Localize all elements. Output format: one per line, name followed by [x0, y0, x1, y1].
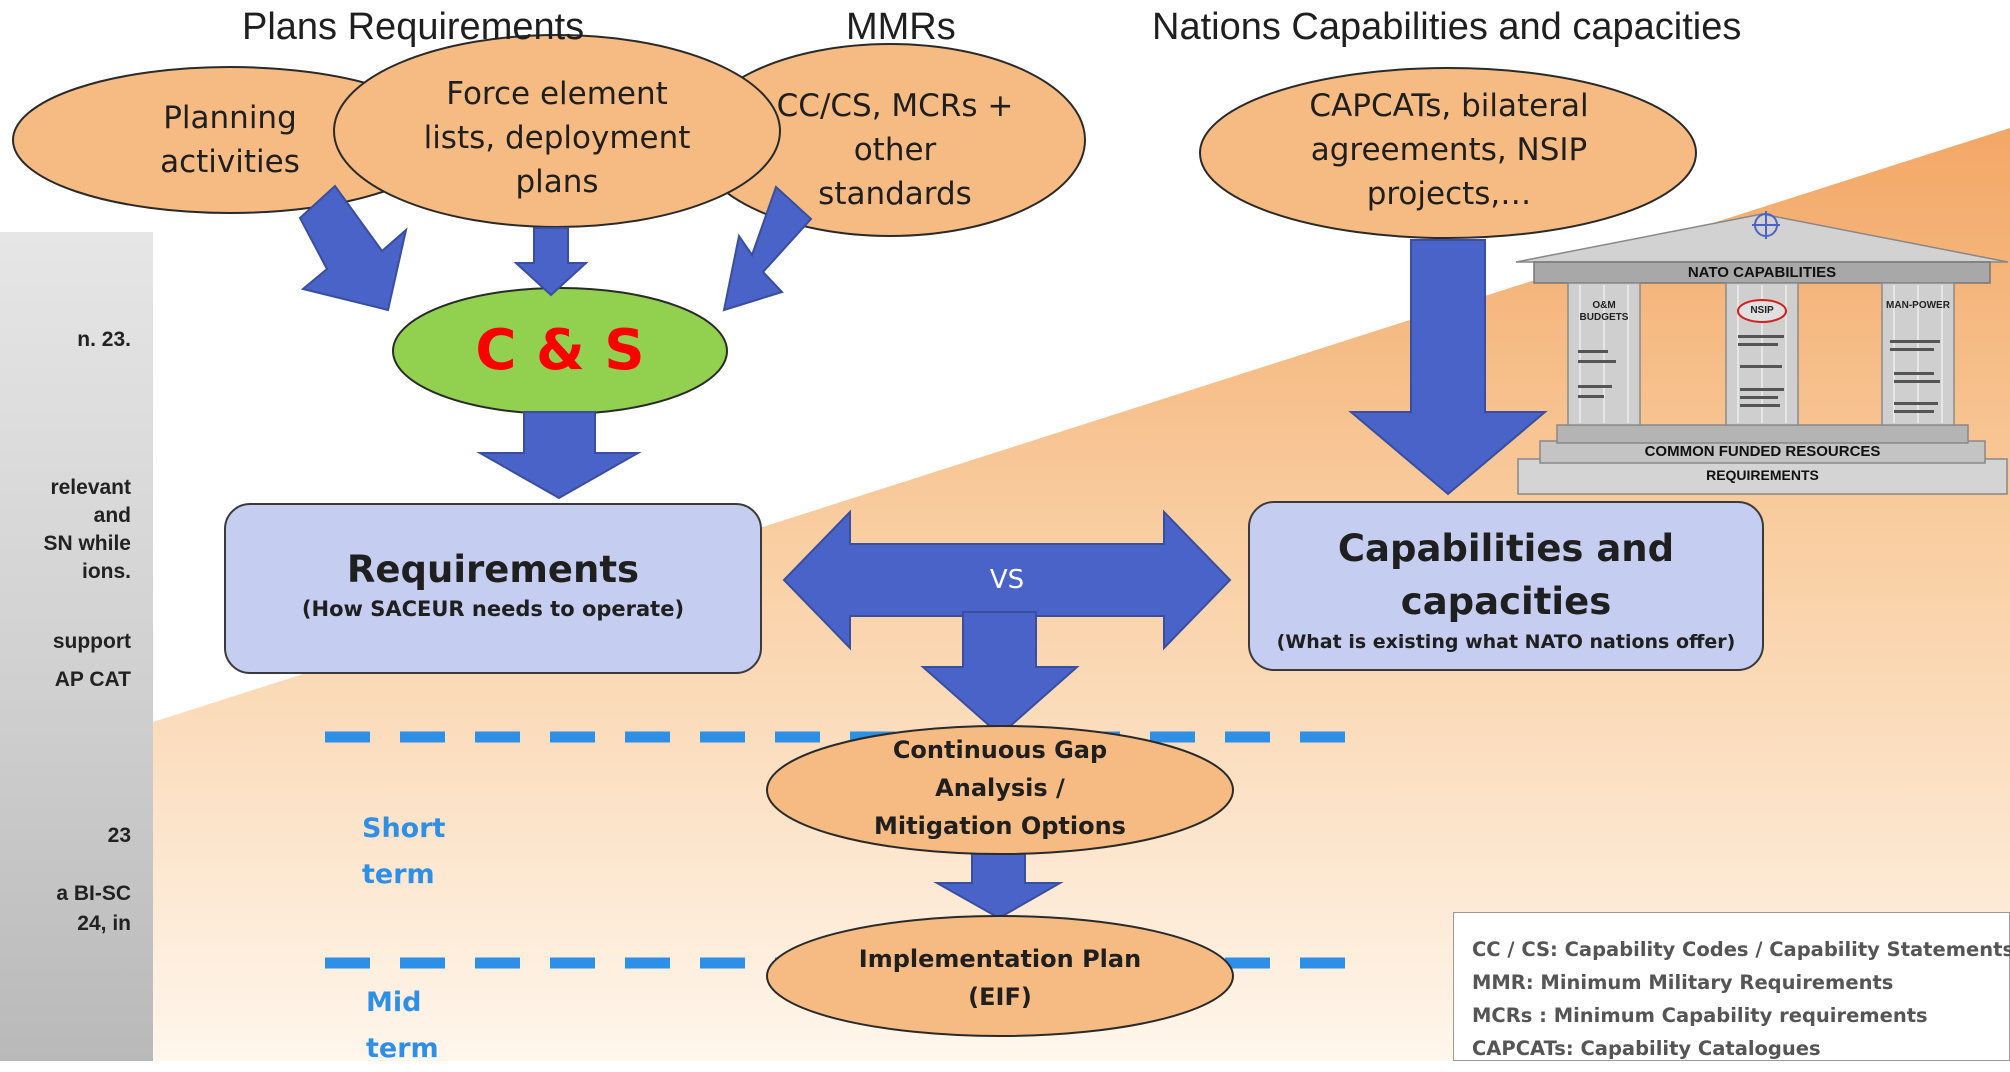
- arrow-capcats-to-capabilities: [1348, 239, 1548, 496]
- arrow-standards-to-cs: [722, 185, 813, 312]
- header-mmrs: MMRs: [846, 6, 956, 48]
- side-text-line: 23: [107, 824, 131, 847]
- capcats-oval-text: CAPCATs, bilateral agreements, NSIP proj…: [1254, 84, 1644, 216]
- short-term-line: term: [362, 859, 435, 890]
- implementation-line: Implementation Plan: [858, 945, 1142, 973]
- double-arrow-vs: [782, 509, 1232, 651]
- capabilities-title-line2: capacities: [1400, 580, 1612, 623]
- planning-oval-text: Planning activities: [130, 96, 330, 184]
- standards-oval-text: CC/CS, MCRs + other standards: [755, 84, 1035, 216]
- nato-capabilities-temple: [1515, 211, 2009, 495]
- force-oval-text: Force element lists, deployment plans: [390, 72, 724, 204]
- legend-item: CAPCATs: Capability Catalogues: [1472, 1037, 1821, 1060]
- standards-line: CC/CS, MCRs +: [776, 88, 1014, 124]
- standards-line: standards: [818, 176, 972, 212]
- side-text-line: SN while: [43, 532, 131, 555]
- header-nations-capabilities: Nations Capabilities and capacities: [1152, 6, 1742, 48]
- legend-item: CC / CS: Capability Codes / Capability S…: [1472, 938, 2010, 961]
- force-line: plans: [515, 164, 599, 200]
- legend-item: MCRs : Minimum Capability requirements: [1472, 1004, 1928, 1027]
- capcats-line: agreements, NSIP: [1310, 132, 1588, 168]
- capabilities-subtitle: (What is existing what NATO nations offe…: [1276, 631, 1736, 653]
- gap-analysis-oval: [766, 725, 1234, 855]
- side-text-line: ions.: [81, 560, 131, 583]
- gap-analysis-text: Continuous Gap Analysis / Mitigation Opt…: [820, 731, 1180, 845]
- implementation-line: (EIF): [968, 983, 1032, 1011]
- arrow-gap-to-implementation: [933, 851, 1064, 920]
- force-line: Force element: [446, 76, 668, 112]
- side-text-line: relevant: [50, 476, 131, 499]
- temple-right-column-label: MAN-POWER: [1886, 300, 1950, 311]
- planning-line: Planning: [163, 100, 297, 136]
- arrow-planning-to-cs: [298, 184, 408, 312]
- requirements-subtitle: (How SACEUR needs to operate): [301, 597, 685, 621]
- vs-label: VS: [989, 565, 1025, 595]
- side-text-line: and: [93, 504, 131, 527]
- side-text-line: n. 23.: [77, 328, 131, 351]
- side-text-line: support: [52, 630, 131, 653]
- gap-line: Continuous Gap: [892, 736, 1108, 764]
- requirements-title: Requirements: [346, 548, 640, 591]
- force-line: lists, deployment: [423, 120, 691, 156]
- short-term-label: Short term: [362, 806, 445, 898]
- requirements-box: Requirements (How SACEUR needs to operat…: [224, 503, 762, 674]
- nsip-oval: [1737, 299, 1787, 323]
- implementation-plan-oval: [766, 915, 1234, 1037]
- temple-left-column-label: O&M BUDGETS: [1579, 300, 1629, 323]
- mid-term-label: Mid term: [366, 980, 439, 1072]
- temple-title: NATO CAPABILITIES: [1687, 264, 1837, 281]
- header-plans-requirements: Plans Requirements: [242, 6, 585, 48]
- standards-line: other: [853, 132, 937, 168]
- side-text-panel: n. 23. relevant and SN while ions. suppo…: [0, 232, 153, 1061]
- arrow-vs-to-gap: [920, 611, 1080, 737]
- temple-nsip-label: NSIP: [1750, 305, 1774, 316]
- capabilities-box: Capabilities and capacities (What is exi…: [1248, 501, 1764, 671]
- cs-label: C & S: [475, 318, 645, 383]
- arrow-cs-to-requirements: [476, 411, 642, 500]
- legend-item: MMR: Minimum Military Requirements: [1472, 971, 1894, 994]
- mid-term-line: term: [366, 1033, 439, 1064]
- side-text-line: 24, in: [77, 912, 131, 935]
- capcats-line: CAPCATs, bilateral: [1309, 88, 1589, 124]
- mid-term-line: Mid: [366, 987, 422, 1018]
- capcats-oval: [1199, 67, 1697, 239]
- temple-base-label: COMMON FUNDED RESOURCES: [1644, 443, 1881, 460]
- arrow-force-to-cs: [513, 227, 589, 297]
- planning-line: activities: [160, 144, 300, 180]
- short-term-line: Short: [362, 813, 446, 844]
- temple-base2-label: REQUIREMENTS: [1706, 467, 1819, 483]
- legend-box: CC / CS: Capability Codes / Capability S…: [1453, 912, 2010, 1061]
- gap-line: Analysis /: [935, 774, 1065, 802]
- capcats-line: projects,…: [1366, 176, 1532, 212]
- gap-line: Mitigation Options: [874, 812, 1126, 840]
- side-text-line: AP CAT: [54, 668, 131, 691]
- side-text-line: a BI-SC: [56, 882, 131, 905]
- implementation-plan-text: Implementation Plan (EIF): [820, 940, 1180, 1016]
- capabilities-title-line1: Capabilities and: [1337, 527, 1675, 570]
